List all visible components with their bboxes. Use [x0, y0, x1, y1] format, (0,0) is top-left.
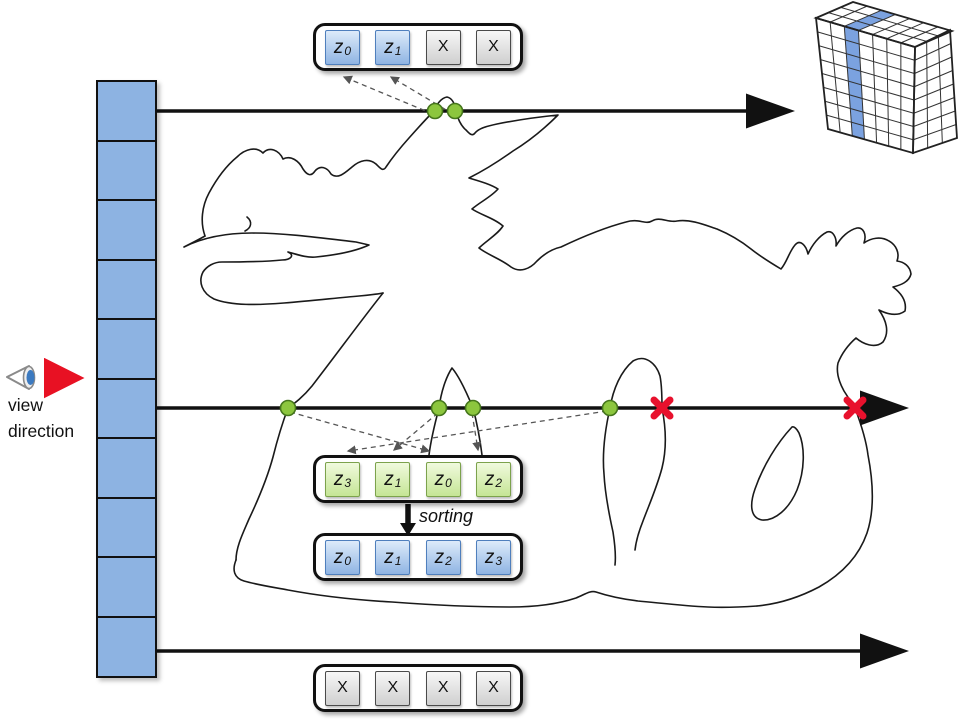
- voxel-grid-cube: [813, 1, 958, 155]
- pixel-cell: [96, 199, 157, 261]
- intersection-dot: [446, 102, 464, 120]
- buffer-slot-empty: X: [475, 29, 511, 65]
- intersection-dot: [426, 102, 444, 120]
- pixel-cell: [96, 139, 157, 202]
- view-label-line1: view: [8, 395, 44, 415]
- pixel-column: [96, 80, 157, 678]
- view-direction-label: view direction: [8, 392, 74, 444]
- pixel-cell: [96, 496, 157, 559]
- dragon-outline: [183, 96, 912, 609]
- pixel-cell: [96, 318, 157, 380]
- overflow-crosses: [650, 396, 867, 420]
- view-cone-icon: [6, 365, 36, 390]
- buffer-slot-empty: X: [475, 670, 511, 706]
- intersection-dot: [601, 399, 619, 417]
- intersection-dots: [279, 102, 619, 417]
- pixel-cell: [96, 258, 157, 321]
- pixel-cell: [96, 556, 157, 618]
- sorting-arrow-icon: [400, 504, 416, 536]
- intersection-dot: [430, 399, 448, 417]
- buffer-slot-empty: X: [425, 29, 461, 65]
- depth-connectors: [289, 75, 608, 455]
- overflow-cross-icon: [843, 396, 867, 420]
- overflow-cross-icon: [650, 396, 674, 420]
- pixel-cell: [96, 377, 157, 440]
- intersection-dot: [279, 399, 297, 417]
- buffer-slot-empty: X: [425, 670, 461, 706]
- buffer-slot-empty: X: [325, 670, 360, 706]
- pixel-cell: [96, 80, 157, 142]
- depth-buffer-bottom: X X X X: [313, 664, 523, 712]
- pixel-cell: [96, 615, 157, 678]
- buffer-slot-empty: X: [375, 670, 411, 706]
- sorting-label: sorting: [419, 506, 474, 526]
- view-label-line2: direction: [8, 421, 75, 441]
- intersection-dot: [464, 399, 482, 417]
- pixel-cell: [96, 437, 157, 499]
- rays: [157, 93, 909, 669]
